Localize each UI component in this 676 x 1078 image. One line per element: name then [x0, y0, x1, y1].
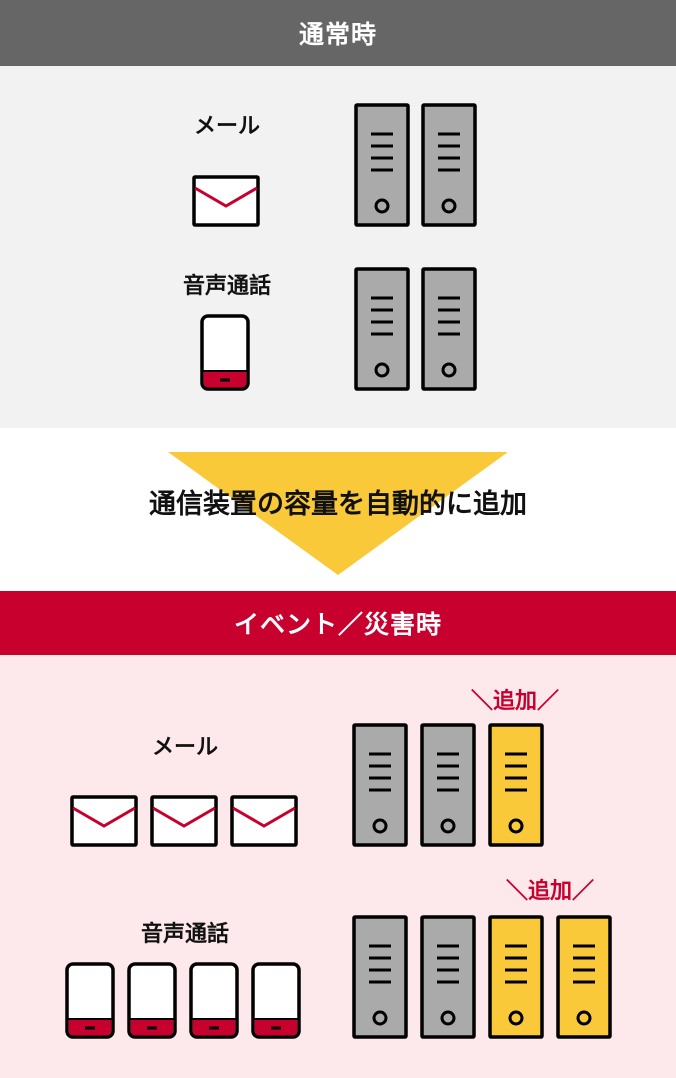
- server-icon: [421, 103, 477, 231]
- event-header: イベント／災害時: [0, 591, 676, 655]
- server-icon: [420, 915, 476, 1043]
- server-icon: [354, 267, 410, 395]
- server-icon: [420, 723, 476, 851]
- normal-mail-label: メール: [193, 114, 261, 139]
- envelope-icon: [192, 175, 260, 231]
- phone-icon: [189, 962, 239, 1043]
- normal-panel: [0, 66, 676, 428]
- added-text: 追加: [527, 879, 573, 904]
- phone-icon: [65, 962, 115, 1043]
- event-title: イベント／災害時: [233, 610, 442, 639]
- event-voice-label: 音声通話: [140, 922, 230, 947]
- server-icon: [354, 103, 410, 231]
- phone-icon: [200, 314, 250, 395]
- added-server-icon: [488, 723, 544, 851]
- normal-voice-label: 音声通話: [182, 274, 272, 299]
- added-server-icon: [488, 915, 544, 1043]
- normal-title: 通常時: [298, 20, 377, 49]
- down-arrow-icon: [168, 452, 508, 575]
- added-text: 追加: [492, 689, 538, 714]
- event-mail-added-label: ＼追加／: [470, 689, 560, 714]
- server-icon: [421, 267, 477, 395]
- envelope-icon: [230, 795, 298, 851]
- server-icon: [352, 723, 408, 851]
- server-icon: [352, 915, 408, 1043]
- phone-icon: [127, 962, 177, 1043]
- event-voice-added-label: ＼追加／: [505, 879, 595, 904]
- normal-header: 通常時: [0, 0, 676, 66]
- arrow-text: 通信装置の容量を自動的に追加: [149, 489, 527, 520]
- added-server-icon: [556, 915, 612, 1043]
- envelope-icon: [70, 795, 138, 851]
- envelope-icon: [150, 795, 218, 851]
- event-mail-label: メール: [151, 735, 219, 760]
- phone-icon: [251, 962, 301, 1043]
